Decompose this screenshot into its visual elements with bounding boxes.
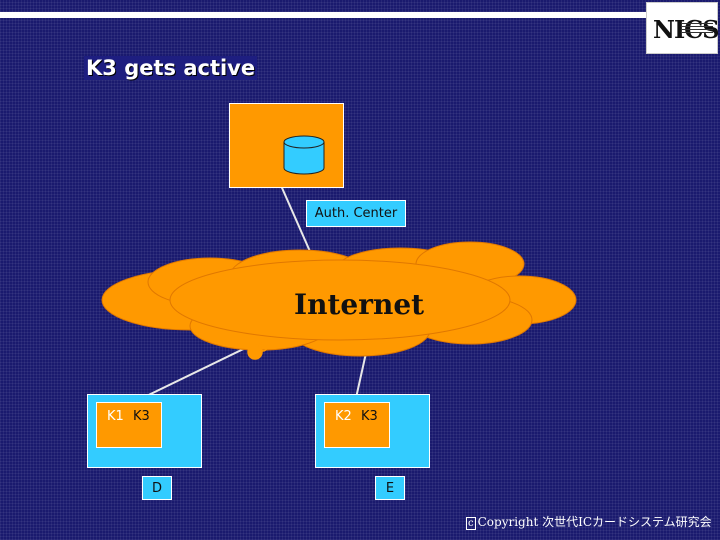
card-k1: K1 bbox=[107, 409, 124, 424]
terminal-e: K2 K3 bbox=[315, 394, 430, 468]
card-k3: K3 bbox=[133, 409, 150, 424]
terminal-d: K1 K3 bbox=[87, 394, 202, 468]
top-divider-line bbox=[0, 12, 646, 18]
slide-title: K3 gets active bbox=[84, 56, 258, 80]
terminal-e-label: E bbox=[375, 476, 405, 500]
terminal-d-card-reader: K1 K3 bbox=[96, 402, 162, 448]
terminal-d-label: D bbox=[142, 476, 172, 500]
nicss-logo: NICSS bbox=[646, 2, 720, 54]
card-k2: K2 bbox=[335, 409, 352, 424]
copyright-symbol: c bbox=[466, 517, 476, 530]
terminal-d-link bbox=[129, 339, 263, 405]
database-icon bbox=[283, 135, 325, 175]
internet-label: Internet bbox=[294, 288, 425, 321]
auth-center-label: Auth. Center bbox=[306, 200, 406, 227]
copyright-text: Copyright 次世代ICカードシステム研究会 bbox=[477, 515, 712, 529]
terminal-e-card-reader: K2 K3 bbox=[324, 402, 390, 448]
card-k3: K3 bbox=[361, 409, 378, 424]
logo-decoration bbox=[681, 23, 713, 35]
